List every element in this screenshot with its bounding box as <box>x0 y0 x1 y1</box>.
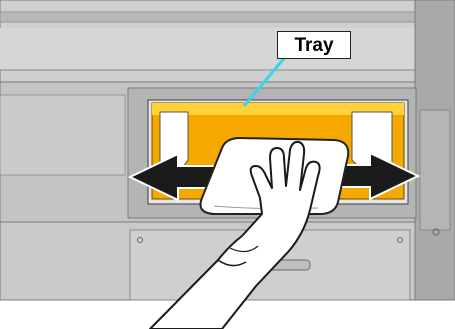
tray-callout-label: Tray <box>277 31 351 59</box>
